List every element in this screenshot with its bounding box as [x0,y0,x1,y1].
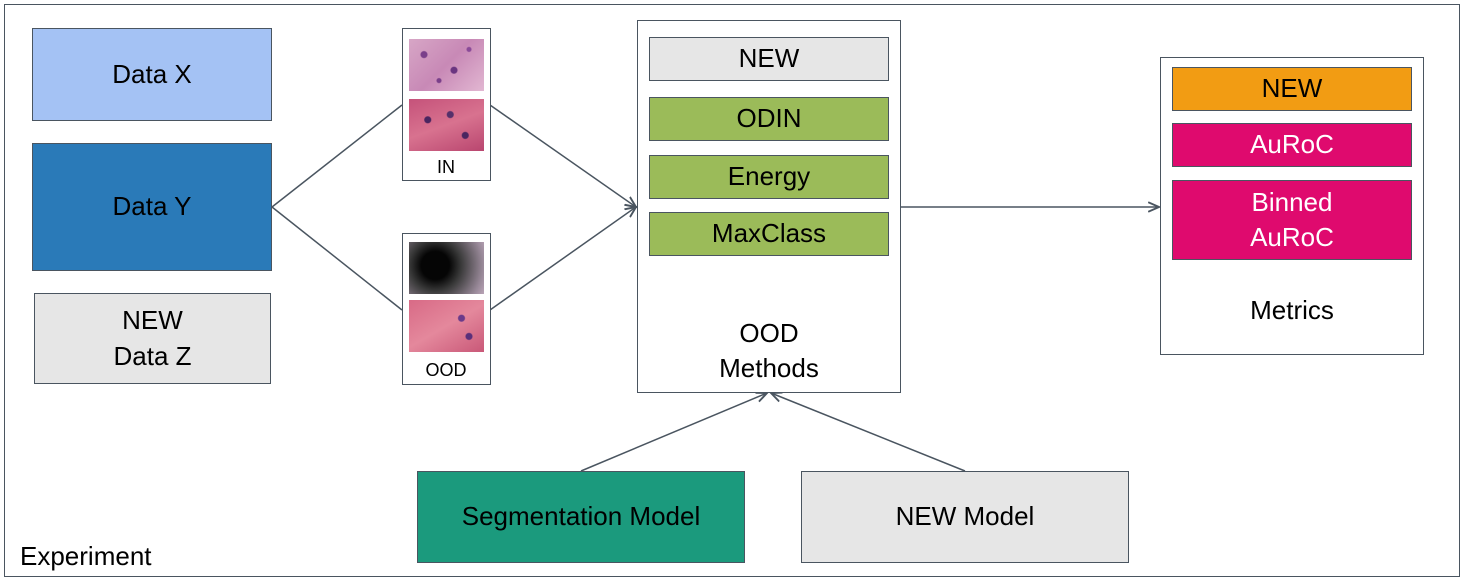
arrow-datay-to-in [271,104,403,208]
arrow-newmodel-to-methods [771,393,966,472]
ood-methods-title: OOD Methods [719,318,819,384]
dataset-y-box: Data Y [32,143,272,271]
ood-caption: OOD [425,360,467,380]
method-energy: Energy [649,155,889,199]
metric-binned-auroc: Binned AuRoC [1172,180,1412,260]
arrow-ood-to-methods [489,207,636,311]
metric-new: NEW [1172,67,1412,111]
ood-methods-panel [637,20,901,393]
method-maxclass: MaxClass [649,212,889,256]
arrow-datay-to-ood [271,206,403,311]
in-tissue-image-1 [409,39,484,91]
metrics-title: Metrics [1250,295,1334,325]
arrow-segmodel-to-methods [580,393,767,472]
in-caption: IN [437,157,455,177]
in-tissue-image-2 [409,99,484,151]
experiment-frame [4,4,1460,577]
method-new: NEW [649,37,889,81]
method-odin: ODIN [649,97,889,141]
dataset-x-box: Data X [32,28,272,121]
ood-samples-panel: OOD [402,233,491,385]
segmentation-model-box: Segmentation Model [417,471,745,563]
experiment-label: Experiment [20,541,152,571]
arrow-in-to-methods [489,104,636,207]
in-samples-panel: IN [402,28,491,181]
metric-auroc: AuRoC [1172,123,1412,167]
ood-dark-image [409,242,484,294]
dataset-z-box: NEW Data Z [34,293,271,384]
ood-tissue-image [409,300,484,352]
new-model-box: NEW Model [801,471,1129,563]
